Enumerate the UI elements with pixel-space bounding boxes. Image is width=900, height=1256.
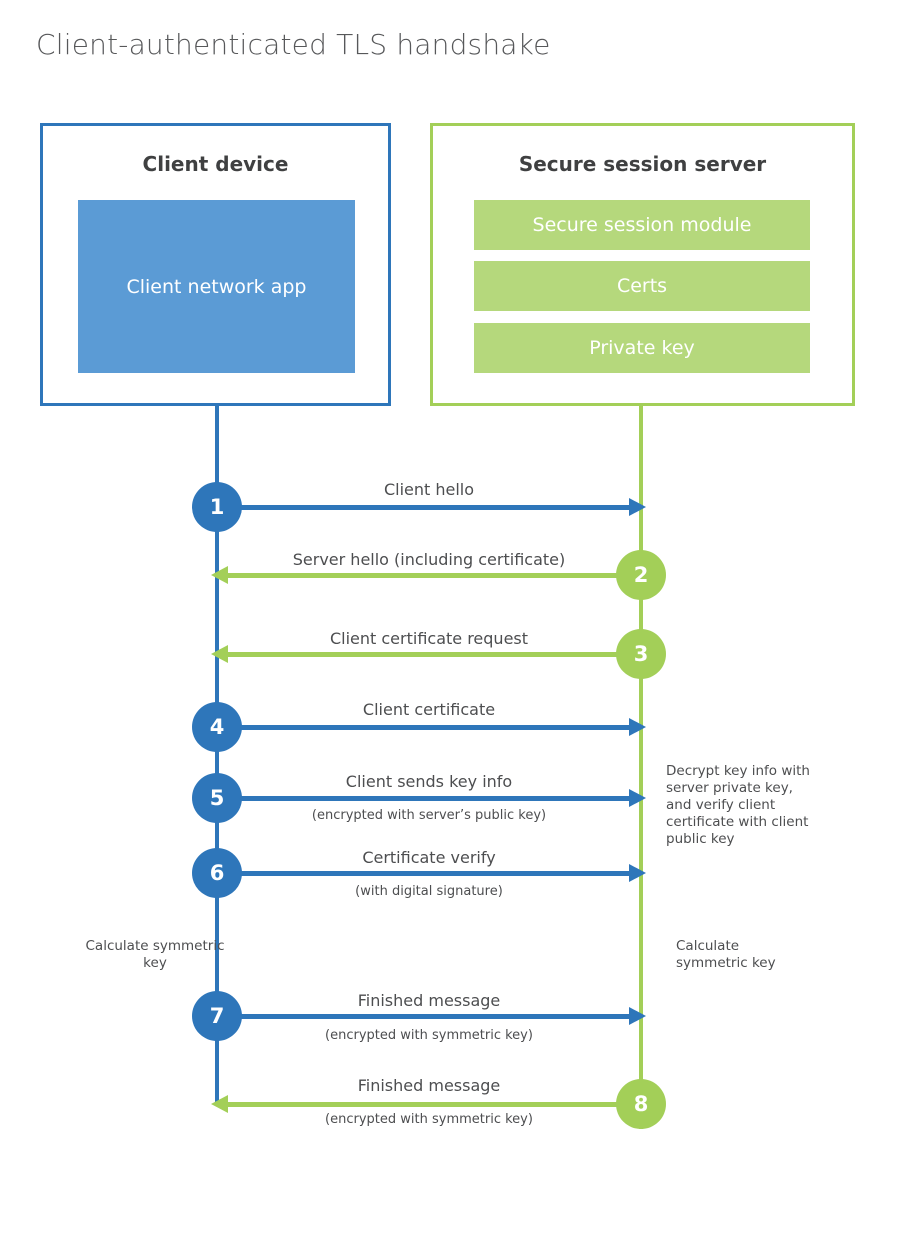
step-circle-4: 4 [192, 702, 242, 752]
page-title: Client-authenticated TLS handshake [36, 28, 551, 61]
arrowhead-left-icon [211, 566, 228, 584]
message-label: Client hello [383, 480, 475, 499]
client-network-app-box: Client network app [78, 200, 355, 373]
client-device-title: Client device [142, 152, 289, 176]
arrow-line [228, 573, 618, 578]
message-sublabel: (with digital signature) [355, 884, 503, 899]
arrow-line [240, 505, 630, 510]
message-label: Finished message [357, 1076, 501, 1095]
message-label: Client certificate [362, 700, 496, 719]
step-circle-3: 3 [616, 629, 666, 679]
arrow-line [228, 652, 618, 657]
message-label: Client certificate request [329, 629, 529, 648]
step-circle-8: 8 [616, 1079, 666, 1129]
arrow-line [240, 1014, 630, 1019]
step-circle-5: 5 [192, 773, 242, 823]
message-sublabel: (encrypted with server’s public key) [311, 808, 547, 823]
step-circle-7: 7 [192, 991, 242, 1041]
arrowhead-left-icon [211, 645, 228, 663]
arrowhead-right-icon [629, 789, 646, 807]
message-sublabel: (encrypted with symmetric key) [325, 1028, 533, 1043]
message-sublabel: (encrypted with symmetric key) [325, 1112, 533, 1127]
step-circle-6: 6 [192, 848, 242, 898]
server-module-secure-session: Secure session module [474, 200, 810, 250]
server-module-certs: Certs [474, 261, 810, 311]
step-circle-1: 1 [192, 482, 242, 532]
arrowhead-right-icon [629, 498, 646, 516]
message-label: Server hello (including certificate) [292, 550, 566, 569]
arrowhead-right-icon [629, 864, 646, 882]
decrypt-note: Decrypt key info with server private key… [666, 763, 810, 847]
message-label: Client sends key info [345, 772, 513, 791]
calc-symmetric-key-left: Calculate symmetric key [85, 938, 225, 971]
arrowhead-left-icon [211, 1095, 228, 1113]
message-label: Certificate verify [362, 848, 496, 867]
arrow-line [228, 1102, 618, 1107]
server-lifeline [639, 406, 643, 1129]
server-module-private-key: Private key [474, 323, 810, 373]
arrowhead-right-icon [629, 718, 646, 736]
step-circle-2: 2 [616, 550, 666, 600]
arrowhead-right-icon [629, 1007, 646, 1025]
client-lifeline [215, 406, 219, 1106]
arrow-line [240, 871, 630, 876]
arrow-line [240, 796, 630, 801]
calc-symmetric-key-right: Calculate symmetric key [676, 938, 776, 971]
arrow-line [240, 725, 630, 730]
server-title: Secure session server [518, 152, 767, 176]
message-label: Finished message [357, 991, 501, 1010]
